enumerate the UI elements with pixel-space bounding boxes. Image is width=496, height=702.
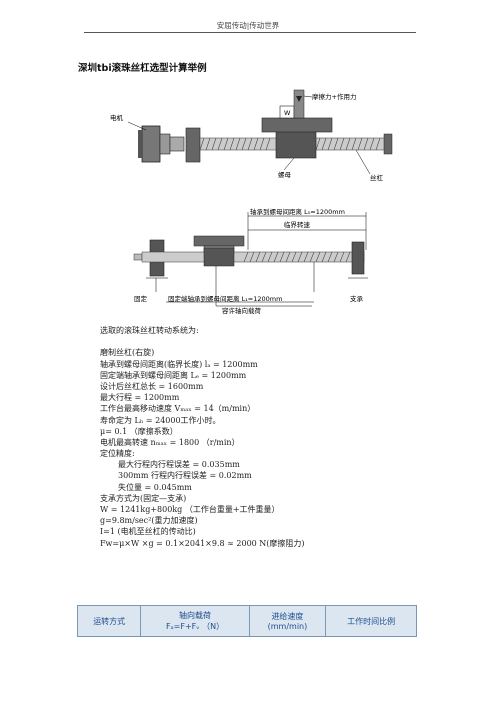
body-line: μ= 0.1 （摩擦系数） — [100, 426, 178, 436]
label-fixed: 固定 — [134, 294, 148, 303]
body-line: g=9.8m/sec²(重力加速度) — [100, 516, 198, 526]
label-critical-speed: 临界转速 — [284, 220, 311, 229]
table-header-cell: 进给速度(mm/min) — [248, 605, 327, 637]
label-support: 支承 — [350, 294, 364, 303]
body-line: 300mm 行程内行程误差 = 0.02mm — [118, 471, 252, 481]
body-line: 磨制丝杠(右旋) — [100, 348, 155, 358]
label-top-distance: 轴承到螺母间距离 L₀=1200mm — [250, 207, 345, 216]
parameter-list: 选取的滚珠丝杠转动系统为: 磨制丝杠(右旋)轴承到螺母间距离(临界长度) lₐ =… — [100, 325, 305, 549]
ballscrew-assembly-figure: 电机 W 摩擦力+作用力 螺母 丝杠 — [110, 89, 393, 182]
body-line: 寿命定为 Lₕ = 24000工作小时。 — [100, 415, 221, 425]
page-header: 安屈传动|传动世界 — [216, 21, 280, 30]
body-line: Fw=μ×W ×g = 0.1×2041×9.8 ≈ 2000 N(摩擦阻力) — [100, 538, 305, 548]
label-motor: 电机 — [110, 113, 124, 122]
body-line: 轴承到螺母间距离(临界长度) lₐ = 1200mm — [100, 359, 258, 369]
label-bottom-distance: 固定端轴承到螺母间距离 L₁=1200mm — [168, 294, 282, 303]
label-axial-load: 容许轴向载荷 — [222, 306, 262, 315]
body-line: 固定端轴承到螺母间距离 Lₑ = 1200mm — [100, 370, 247, 380]
body-line: 选取的滚珠丝杠转动系统为: — [100, 326, 199, 335]
table-header-cell: 运转方式 — [76, 605, 142, 637]
table-header-cell: 工作时间比例 — [325, 605, 417, 637]
body-line: 最大行程 = 1200mm — [100, 393, 180, 403]
label-nut: 螺母 — [278, 170, 292, 179]
label-w: W — [284, 109, 291, 117]
document-title: 深圳tbi滚珠丝杠选型计算举例 — [78, 63, 207, 74]
body-line: 定位精度: — [100, 449, 135, 459]
body-line: 电机最高转速 nₘₐₓ = 1800 （r/min） — [100, 437, 240, 447]
body-line: W = 1241kg+800kg （工作台重量+工件重量） — [100, 505, 280, 514]
line-gap — [100, 336, 305, 347]
body-line: I=1 (电机至丝杠的传动比) — [100, 527, 196, 537]
body-line: 设计后丝杠总长 = 1600mm — [100, 381, 204, 391]
label-screw: 丝杠 — [370, 173, 384, 182]
body-line: 工作台最高移动速度 Vₘₐₓ = 14（m/min） — [100, 404, 256, 414]
body-line: 支承方式为(固定—支承) — [100, 493, 187, 503]
label-force: 摩擦力+作用力 — [312, 92, 356, 101]
body-line: 最大行程内行程误差 = 0.035mm — [118, 460, 240, 470]
support-config-figure: 轴承到螺母间距离 L₀=1200mm 临界转速 固定 支承 固定端轴承到螺母间距… — [133, 207, 368, 315]
header-rule — [84, 32, 416, 33]
body-line: 失位量 = 0.045mm — [118, 482, 192, 492]
